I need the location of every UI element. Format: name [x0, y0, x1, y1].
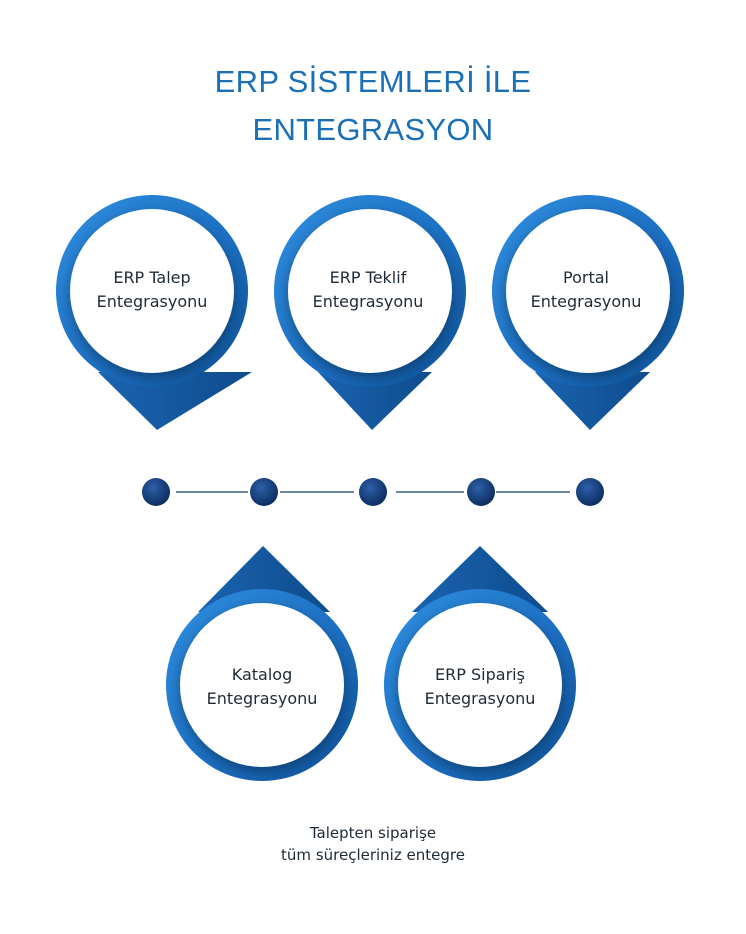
pin-tip: [535, 372, 650, 430]
pin-label-erp-teklif: ERP Teklif Entegrasyonu: [288, 266, 448, 314]
tagline: Talepten siparişe tüm süreçleriniz enteg…: [0, 822, 746, 866]
pin-face: [180, 603, 344, 767]
title-line-1: ERP SİSTEMLERİ İLE: [214, 64, 532, 99]
timeline-node: [250, 478, 278, 506]
pin-label-line-1: Portal: [563, 268, 609, 287]
pin-portal: [492, 195, 684, 430]
pin-label-erp-siparis: ERP Sipariş Entegrasyonu: [400, 663, 560, 711]
page-title: ERP SİSTEMLERİ İLE ENTEGRASYON: [0, 58, 746, 154]
pin-face: [398, 603, 562, 767]
title-line-2: ENTEGRASYON: [252, 112, 494, 147]
timeline-node: [142, 478, 170, 506]
pin-tip: [318, 372, 432, 430]
tagline-line-1: Talepten siparişe: [309, 824, 437, 842]
pin-tip: [98, 372, 252, 430]
pin-label-line-2: Entegrasyonu: [530, 292, 642, 311]
pin-label-line-2: Entegrasyonu: [206, 689, 318, 708]
pin-label-line-1: Katalog: [231, 665, 293, 684]
pin-label-line-1: ERP Teklif: [329, 268, 407, 287]
pin-label-line-1: ERP Talep: [113, 268, 191, 287]
pin-katalog: [166, 546, 358, 781]
pin-label-line-2: Entegrasyonu: [312, 292, 424, 311]
timeline-node: [576, 478, 604, 506]
pin-label-line-1: ERP Sipariş: [435, 665, 525, 684]
pin-label-line-2: Entegrasyonu: [96, 292, 208, 311]
pin-face: [70, 209, 234, 373]
pin-erp-siparis: [384, 546, 576, 781]
pin-label-portal: Portal Entegrasyonu: [506, 266, 666, 314]
pin-erp-teklif: [274, 195, 466, 430]
pin-label-line-2: Entegrasyonu: [424, 689, 536, 708]
pin-face: [506, 209, 670, 373]
timeline: [142, 478, 604, 506]
tagline-line-2: tüm süreçleriniz entegre: [281, 846, 465, 864]
pin-erp-talep: [56, 195, 252, 430]
timeline-node: [359, 478, 387, 506]
pin-label-erp-talep: ERP Talep Entegrasyonu: [72, 266, 232, 314]
pin-label-katalog: Katalog Entegrasyonu: [182, 663, 342, 711]
pin-face: [288, 209, 452, 373]
timeline-node: [467, 478, 495, 506]
